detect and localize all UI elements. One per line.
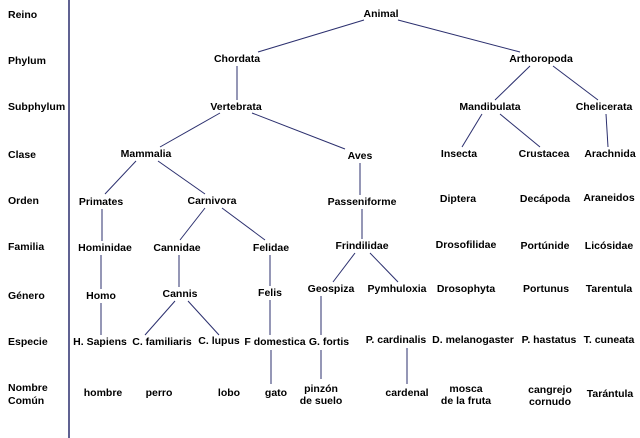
edge-arthoropoda-mandibulata xyxy=(494,65,531,101)
common-cangrejo-line2: cornudo xyxy=(528,396,571,408)
node-licosidae: Licósidae xyxy=(584,240,634,252)
node-cannidae: Cannidae xyxy=(153,242,201,254)
rank-especie: Especie xyxy=(8,336,48,348)
node-primates: Primates xyxy=(78,196,124,208)
node-c-lupus: C. lupus xyxy=(198,335,240,347)
node-g-fortis: G. fortis xyxy=(308,336,350,348)
rank-genero: Género xyxy=(8,290,45,302)
node-geospiza: Geospiza xyxy=(307,283,355,295)
edge-mammalia-carnivora xyxy=(157,160,206,195)
node-felis: Felis xyxy=(258,287,282,299)
node-drosophyta: Drosophyta xyxy=(436,283,496,295)
node-cannis: Cannis xyxy=(162,288,198,300)
common-gato: gato xyxy=(264,387,288,399)
edge-frindilidae-geospiza xyxy=(332,252,356,283)
node-arthoropoda: Arthoropoda xyxy=(509,53,573,65)
common-tarantula: Tarántula xyxy=(586,388,634,400)
edge-frindilidae-pymhuloxia xyxy=(369,252,399,283)
edge-cannis-clupus xyxy=(187,300,220,336)
node-crustacea: Crustacea xyxy=(518,148,570,160)
node-p-hastatus: P. hastatus xyxy=(521,334,577,346)
rank-familia: Familia xyxy=(8,241,45,253)
edge-animal-arthoropoda xyxy=(397,19,521,53)
common-hombre: hombre xyxy=(83,387,123,399)
common-mosca-line1: mosca xyxy=(449,383,483,395)
common-lobo: lobo xyxy=(217,387,241,399)
edge-cannis-cfamiliaris xyxy=(144,300,176,336)
common-cardenal: cardenal xyxy=(385,387,429,399)
node-araneidos: Araneidos xyxy=(583,192,635,204)
rank-nombre: Nombre xyxy=(8,382,48,394)
rank-clase: Clase xyxy=(8,149,37,161)
node-homo: Homo xyxy=(86,290,116,302)
edge-carnivora-felidae xyxy=(221,207,266,241)
node-felidae: Felidae xyxy=(252,242,290,254)
node-animal: Animal xyxy=(363,8,399,20)
edge-mandibulata-crustacea xyxy=(499,113,541,148)
node-carnivora: Carnivora xyxy=(187,195,237,207)
node-pymhuloxia: Pymhuloxia xyxy=(367,283,427,295)
common-pinzon-line2: de suelo xyxy=(299,395,343,407)
edge-mandibulata-insecta xyxy=(461,113,483,148)
common-perro: perro xyxy=(145,387,173,399)
node-chordata: Chordata xyxy=(213,53,261,65)
common-mosca: mosca de la fruta xyxy=(441,383,491,407)
node-hominidae: Hominidae xyxy=(78,242,132,254)
node-portunus: Portunus xyxy=(522,283,570,295)
edge-vertebrata-mammalia xyxy=(159,112,221,148)
node-f-domestica: F domestica xyxy=(244,336,306,348)
node-d-melanogaster: D. melanogaster xyxy=(432,334,514,346)
common-pinzon: pinzón de suelo xyxy=(300,383,343,407)
node-vertebrata: Vertebrata xyxy=(210,101,262,113)
node-decapoda: Decápoda xyxy=(519,193,571,205)
node-t-cuneata: T. cuneata xyxy=(583,334,635,346)
edge-chelicerata-arachnida xyxy=(605,113,609,148)
node-portunide: Portúnide xyxy=(520,240,570,252)
rank-subphylum: Subphylum xyxy=(8,101,66,113)
edge-carnivora-cannidae xyxy=(179,207,206,241)
edge-animal-chordata xyxy=(257,19,365,53)
edge-mammalia-primates xyxy=(104,160,137,195)
node-p-cardinalis: P. cardinalis xyxy=(365,334,427,346)
rank-reino: Reino xyxy=(8,9,38,21)
node-diptera: Diptera xyxy=(439,193,477,205)
rank-phylum: Phylum xyxy=(8,55,46,67)
node-tarentula: Tarentula xyxy=(585,283,633,295)
node-mandibulata: Mandibulata xyxy=(459,101,521,113)
node-h-sapiens: H. Sapiens xyxy=(73,336,127,348)
node-chelicerata: Chelicerata xyxy=(575,101,633,113)
edge-arthoropoda-chelicerata xyxy=(552,65,599,101)
common-cangrejo: cangrejo cornudo xyxy=(528,384,572,408)
common-mosca-line2: de la fruta xyxy=(440,395,492,407)
rank-orden: Orden xyxy=(8,195,39,207)
node-arachnida: Arachnida xyxy=(584,148,636,160)
node-drosofilidae: Drosofilidae xyxy=(435,239,497,251)
node-aves: Aves xyxy=(347,150,373,162)
node-mammalia: Mammalia xyxy=(120,148,172,160)
common-cangrejo-line1: cangrejo xyxy=(528,384,572,396)
node-insecta: Insecta xyxy=(440,148,478,160)
edge-vertebrata-aves xyxy=(251,112,346,150)
node-passeniforme: Passeniforme xyxy=(327,196,397,208)
node-frindilidae: Frindilidae xyxy=(335,240,389,252)
rank-comun: Común xyxy=(8,395,45,407)
node-c-familiaris: C. familiaris xyxy=(132,336,192,348)
common-pinzon-line1: pinzón xyxy=(304,383,338,395)
